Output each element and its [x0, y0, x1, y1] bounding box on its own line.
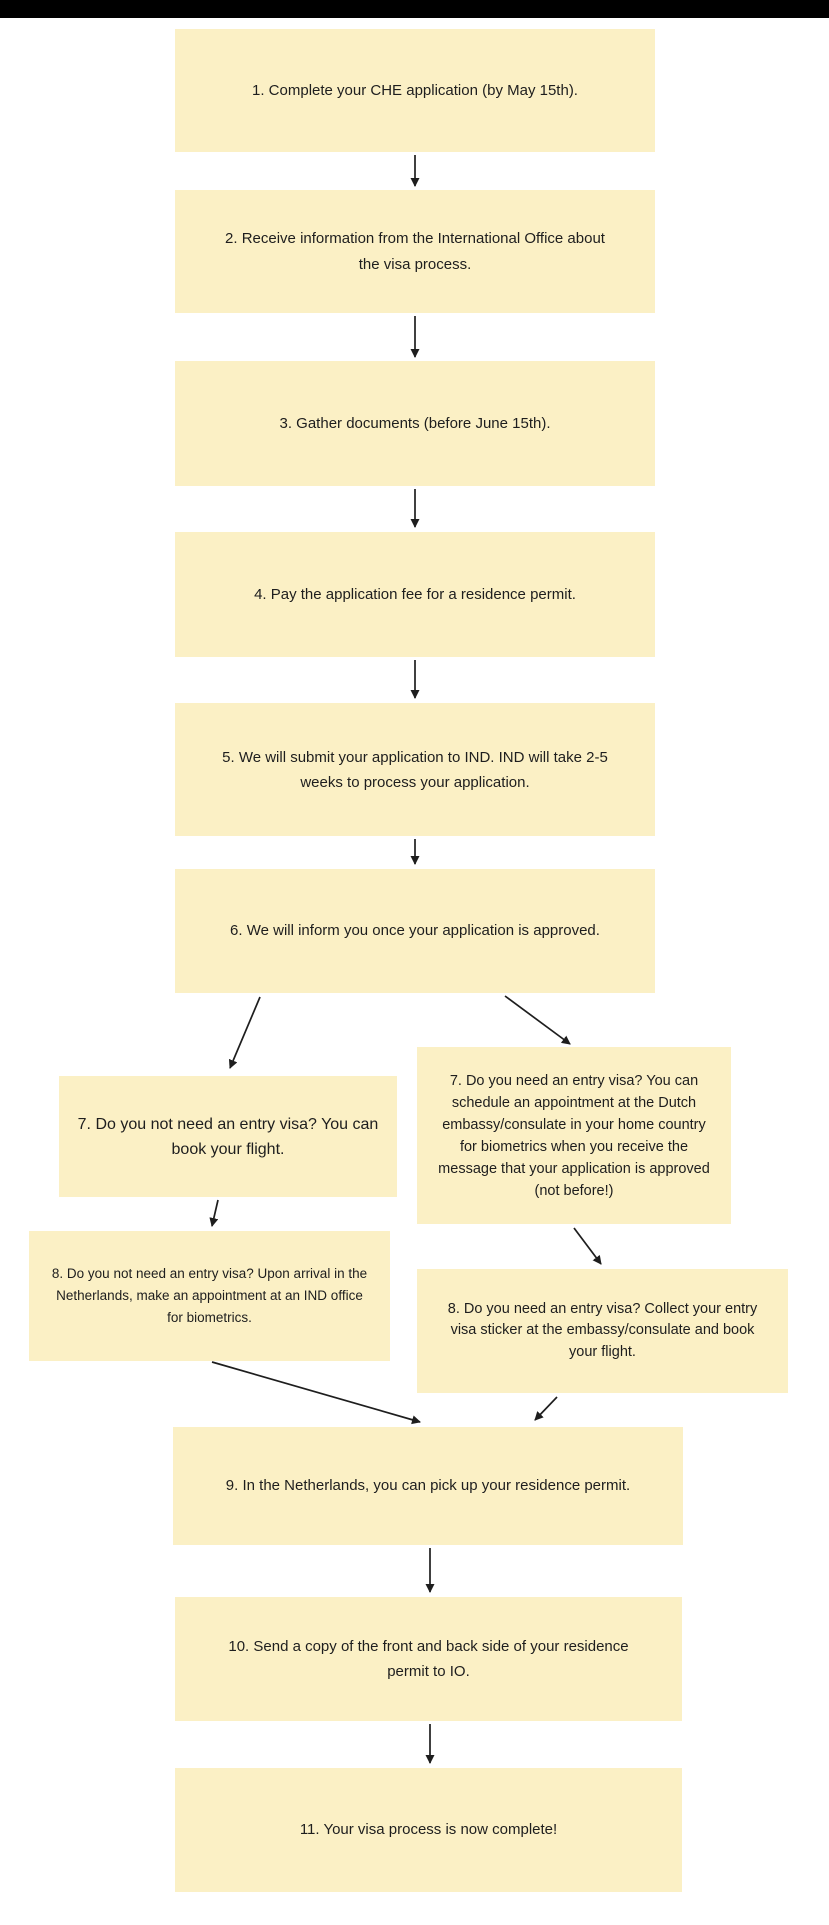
step-4-box: 4. Pay the application fee for a residen…	[175, 532, 655, 657]
arrow-step-8-no-entry-visa-to-step-9	[211, 1361, 421, 1425]
step-3-box: 3. Gather documents (before June 15th).	[175, 361, 655, 486]
arrow-step-7-to-step-8-entry-visa	[573, 1227, 602, 1265]
step-8-entry-visa-box: 8. Do you need an entry visa? Collect yo…	[417, 1269, 788, 1393]
arrow-step-8-entry-visa-to-step-9	[534, 1396, 558, 1421]
step-9-box: 9. In the Netherlands, you can pick up y…	[173, 1427, 683, 1545]
step-6-box: 6. We will inform you once your applicat…	[175, 869, 655, 993]
step-5-box: 5. We will submit your application to IN…	[175, 703, 655, 836]
step-7-no-entry-visa-box: 7. Do you not need an entry visa? You ca…	[59, 1076, 397, 1197]
step-1-box: 1. Complete your CHE application (by May…	[175, 29, 655, 152]
arrow-step-7-to-step-8-no-entry-visa	[209, 1199, 219, 1227]
arrow-step-6-to-step-7-entry-visa	[504, 995, 571, 1045]
step-2-box: 2. Receive information from the Internat…	[175, 190, 655, 313]
top-black-bar	[0, 0, 829, 18]
step-8-no-entry-visa-box: 8. Do you not need an entry visa? Upon a…	[29, 1231, 390, 1361]
step-10-box: 10. Send a copy of the front and back si…	[175, 1597, 682, 1721]
step-7-entry-visa-box: 7. Do you need an entry visa? You can sc…	[417, 1047, 731, 1224]
arrow-step-6-to-step-7-no-entry-visa	[228, 996, 261, 1069]
step-11-box: 11. Your visa process is now complete!	[175, 1768, 682, 1892]
